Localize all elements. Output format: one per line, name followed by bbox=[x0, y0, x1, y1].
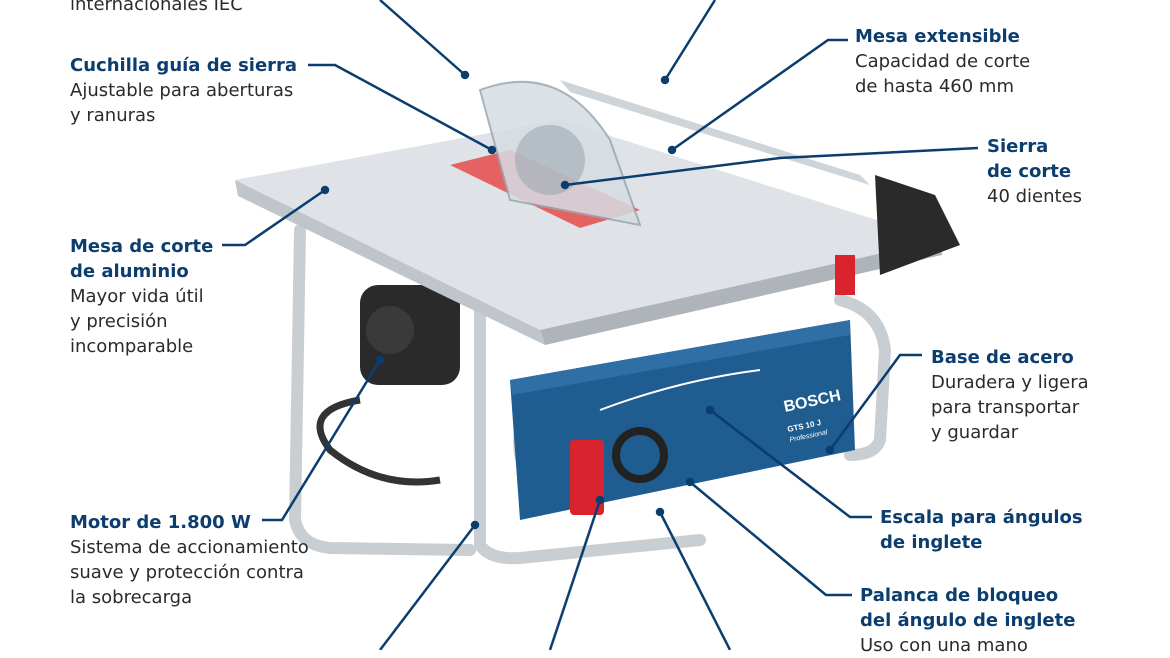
callout-text: Ajustable para aberturas bbox=[70, 80, 294, 101]
callout-title: Motor de 1.800 W bbox=[70, 512, 251, 533]
callout-title: Escala para ángulos bbox=[880, 507, 1083, 528]
callout-text: 40 dientes bbox=[987, 186, 1083, 207]
callout-iec: internacionales IEC bbox=[70, 0, 243, 17]
callout-lock-lever: Palanca de bloqueo del ángulo de inglete… bbox=[860, 583, 1075, 658]
power-cable bbox=[316, 396, 441, 486]
callout-title: de inglete bbox=[880, 532, 983, 553]
rip-fence bbox=[835, 175, 960, 295]
callout-title: de aluminio bbox=[70, 261, 189, 282]
callout-title: Mesa de corte bbox=[70, 236, 214, 257]
miter-scale-icon bbox=[599, 369, 761, 411]
callout-text: para transportar bbox=[931, 397, 1080, 418]
callout-base: Base de acero Duradera y ligera para tra… bbox=[931, 345, 1089, 445]
callout-text: y ranuras bbox=[70, 105, 156, 126]
callout-title: Sierra bbox=[987, 136, 1049, 157]
callout-table: Mesa de corte de aluminio Mayor vida úti… bbox=[70, 234, 213, 359]
motor bbox=[360, 285, 460, 385]
callout-text: Uso con una mano bbox=[860, 635, 1028, 656]
callout-text: Duradera y ligera bbox=[931, 372, 1089, 393]
callout-blade: Sierra de corte 40 dientes bbox=[987, 134, 1082, 209]
callout-title: del ángulo de inglete bbox=[860, 610, 1076, 631]
callout-iec-text: internacionales IEC bbox=[70, 0, 243, 15]
callout-text: la sobrecarga bbox=[70, 587, 193, 608]
callout-motor: Motor de 1.800 W Sistema de accionamient… bbox=[70, 510, 309, 610]
blade-guard bbox=[478, 80, 642, 227]
callout-title: Palanca de bloqueo bbox=[860, 585, 1059, 606]
saw-blade bbox=[515, 125, 585, 195]
extension-rail bbox=[560, 80, 870, 185]
callout-title: Mesa extensible bbox=[855, 26, 1020, 47]
callout-text: suave y protección contra bbox=[70, 562, 304, 583]
callout-title: Cuchilla guía de sierra bbox=[70, 55, 298, 76]
callout-text: y precisión bbox=[70, 311, 168, 332]
callout-title: Base de acero bbox=[931, 347, 1074, 368]
callout-text: Mayor vida útil bbox=[70, 286, 204, 307]
callout-text: Capacidad de corte bbox=[855, 51, 1031, 72]
callout-scale: Escala para ángulos de inglete bbox=[880, 505, 1083, 555]
callout-text: Sistema de accionamiento bbox=[70, 537, 309, 558]
handwheel bbox=[612, 427, 668, 483]
callout-text: incomparable bbox=[70, 336, 194, 357]
callout-extension: Mesa extensible Capacidad de corte de ha… bbox=[855, 24, 1030, 99]
callout-title: de corte bbox=[987, 161, 1072, 182]
callout-text: de hasta 460 mm bbox=[855, 76, 1014, 97]
steel-base: BOSCH GTS 10 J Professional bbox=[510, 320, 855, 520]
callout-riving-knife: Cuchilla guía de sierra Ajustable para a… bbox=[70, 53, 297, 128]
miter-lock-lever bbox=[570, 440, 604, 515]
callout-text: y guardar bbox=[931, 422, 1019, 443]
leader-lines bbox=[222, 0, 979, 650]
